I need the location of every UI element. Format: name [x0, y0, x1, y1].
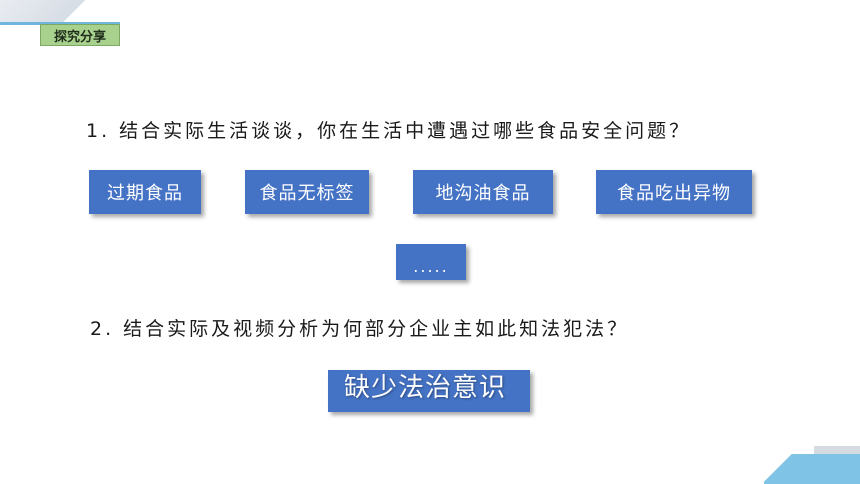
answer-tag-foreign-object: 食品吃出异物: [596, 170, 752, 214]
question-1: 1. 结合实际生活谈谈，你在生活中遭遇过哪些食品安全问题？: [86, 120, 692, 142]
answer-tag-gutter-oil-food: 地沟油食品: [413, 170, 553, 214]
bottom-right-blue-stripe: [764, 454, 860, 484]
answer-tag-unlabeled-food: 食品无标签: [245, 170, 369, 214]
top-left-decoration: [0, 0, 100, 22]
answer-tag-expired-food: 过期食品: [89, 170, 201, 214]
answer-tag-ellipsis: .....: [396, 244, 466, 280]
answer-text: 缺少法治意识: [344, 373, 507, 403]
question-2: 2. 结合实际及视频分析为何部分企业主如此知法犯法？: [90, 318, 630, 340]
top-left-accent-line: [0, 22, 120, 25]
bottom-right-gray-stripe: [814, 446, 860, 454]
answer-box: [328, 370, 530, 412]
section-badge: 探究分享: [40, 24, 120, 46]
